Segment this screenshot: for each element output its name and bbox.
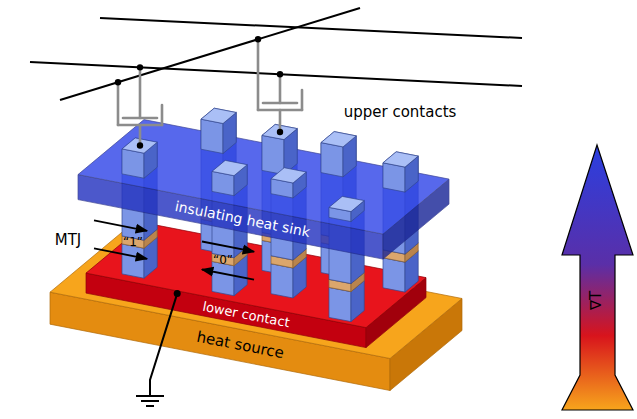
pillar-front bbox=[122, 244, 144, 278]
junction-dot bbox=[255, 36, 261, 42]
pillar-top bbox=[329, 196, 364, 211]
pillar-front bbox=[321, 143, 343, 177]
junction-dot bbox=[115, 79, 121, 85]
pillar-front bbox=[329, 287, 351, 321]
contact-dot bbox=[174, 290, 181, 297]
pillar-front bbox=[212, 261, 234, 295]
transistor-symbol bbox=[118, 67, 162, 145]
state-label: “1” bbox=[123, 236, 143, 248]
pillar-front bbox=[383, 258, 405, 292]
pillar-front bbox=[201, 119, 223, 153]
wires bbox=[30, 8, 522, 100]
pillar-top bbox=[383, 152, 418, 167]
magnetization-arrow bbox=[202, 242, 254, 252]
junction-dot bbox=[137, 64, 143, 70]
axis-label: ∇T bbox=[589, 290, 604, 309]
contact-dot bbox=[277, 129, 283, 135]
transistor-symbol bbox=[258, 39, 302, 132]
magnetization-arrow bbox=[202, 270, 254, 280]
pillar-front bbox=[262, 135, 284, 174]
pillar-front bbox=[122, 149, 144, 178]
part-label: MTJ bbox=[55, 233, 82, 248]
tunnel-barrier-front bbox=[212, 253, 234, 265]
contact-dot bbox=[137, 142, 143, 148]
ground-symbol bbox=[136, 294, 177, 406]
part-label: upper contacts bbox=[344, 105, 457, 120]
pillar-top bbox=[201, 108, 236, 123]
pillar-top bbox=[212, 160, 247, 175]
magnetization-arrow bbox=[94, 220, 147, 230]
heat-sink-plate bbox=[78, 120, 449, 260]
state-label: “0” bbox=[213, 254, 233, 266]
magnetization-arrows bbox=[94, 220, 254, 279]
junction-dot bbox=[277, 71, 283, 77]
tunnel-barrier-front bbox=[122, 236, 144, 248]
magnetization-arrow bbox=[94, 248, 147, 258]
word-bit-line bbox=[30, 62, 522, 86]
pillar-top bbox=[321, 132, 356, 147]
pillar-tops bbox=[122, 108, 418, 221]
pillar-top bbox=[271, 168, 306, 183]
word-bit-line bbox=[100, 18, 522, 38]
gradient-arrow bbox=[562, 145, 633, 410]
pillar-front bbox=[383, 163, 405, 192]
pillar-front bbox=[271, 264, 293, 298]
word-bit-line bbox=[60, 8, 360, 100]
